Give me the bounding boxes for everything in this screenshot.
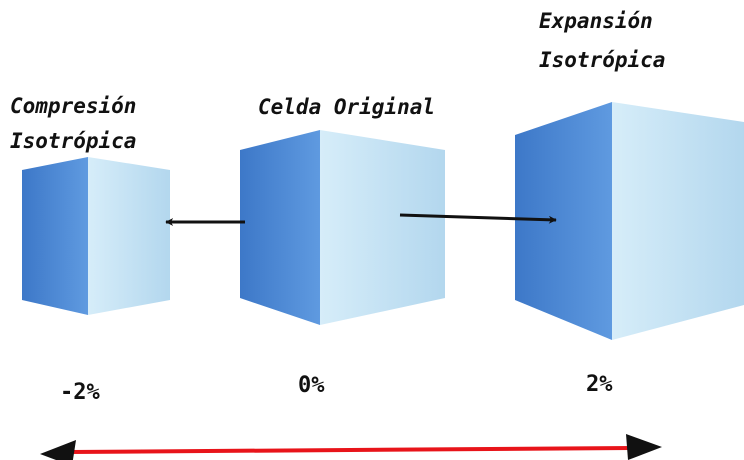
scale-bar-right-arrowhead [626, 434, 662, 460]
compression-percent: -2% [60, 380, 100, 405]
expanded-cube-side-face [612, 102, 744, 340]
expansion-percent: 2% [586, 372, 613, 397]
expansion-label-line1: Expansión [539, 9, 653, 33]
scale-bar-left-arrowhead [40, 440, 76, 460]
scale-bar-line [69, 446, 633, 454]
expanded-cube-front-face [515, 102, 612, 340]
expanded-cube [515, 102, 744, 340]
expansion-label-line2: Isotrópica [539, 48, 665, 72]
compression-label-line2: Isotrópica [10, 129, 136, 153]
compressed-cube-front-face [22, 157, 88, 315]
original-cube [240, 130, 445, 325]
compressed-cube [22, 157, 170, 315]
compression-label-line1: Compresión [10, 94, 136, 118]
original-label: Celda Original [258, 95, 435, 119]
compressed-cube-side-face [88, 157, 170, 315]
expansion-arrow [399, 213, 557, 224]
original-cube-front-face [240, 130, 320, 325]
original-cube-side-face [320, 130, 445, 325]
original-percent: 0% [298, 373, 325, 398]
strain-scale-bar [40, 434, 662, 460]
